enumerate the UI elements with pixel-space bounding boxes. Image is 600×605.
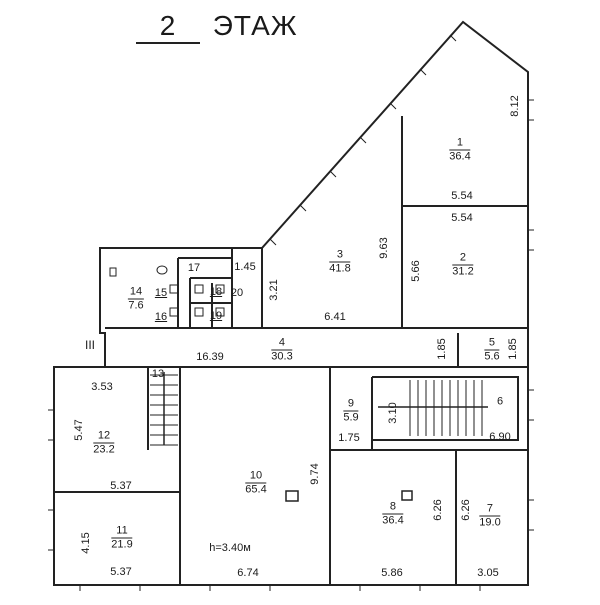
ceiling-height-note: h=3.40м — [209, 542, 251, 554]
section-marker: III — [84, 338, 96, 352]
dim-label: 5.86 — [381, 567, 403, 579]
dim-label: 1.85 — [507, 338, 519, 360]
room-20: 20 — [230, 287, 244, 299]
wall-wc-core — [178, 257, 262, 329]
dim-label: 1.85 — [436, 338, 448, 360]
dim-label: 16.39 — [196, 351, 224, 363]
dim-label: 5.47 — [73, 419, 85, 441]
dim-label: 5.54 — [451, 190, 473, 202]
dim-label: 5.66 — [410, 260, 422, 282]
dim-label: 6.26 — [460, 499, 472, 521]
dim-label: 3.10 — [387, 402, 399, 424]
dim-label: 4.15 — [80, 532, 92, 554]
dim-label: 5.37 — [110, 480, 132, 492]
room-15: 15 — [154, 287, 168, 299]
room-6: 6 — [496, 395, 504, 408]
dim-label: 9.74 — [309, 463, 321, 485]
stair-6 — [378, 380, 488, 436]
dim-label: 3.53 — [91, 381, 113, 393]
dim-label: 5.37 — [110, 566, 132, 578]
stair-13 — [150, 372, 178, 446]
dim-label: 6.90 — [489, 431, 511, 443]
room-17: 17 — [187, 262, 201, 274]
dim-label: 6.74 — [237, 567, 259, 579]
floor-word: ЭТАЖ — [212, 10, 298, 41]
floor-number: 2 — [136, 10, 200, 44]
wall-room9 — [330, 377, 528, 451]
room-16: 16 — [154, 311, 168, 323]
dim-label: 6.41 — [324, 311, 346, 323]
wall-stair6 — [372, 376, 519, 441]
dim-label: 1.75 — [338, 432, 360, 444]
dim-label: 6.26 — [432, 499, 444, 521]
floor-title: 2 ЭТАЖ — [136, 10, 298, 44]
wc-fixtures — [109, 265, 225, 317]
dim-label: 8.12 — [509, 95, 521, 117]
dim-label: 5.54 — [451, 212, 473, 224]
room-18: 18 — [209, 286, 223, 298]
dim-label: 1.45 — [234, 261, 256, 273]
dim-label: 3.05 — [477, 567, 499, 579]
dim-label: 9.63 — [378, 237, 390, 259]
room-13: 13 — [151, 368, 165, 380]
room-19: 19 — [209, 310, 223, 322]
dim-label: 3.21 — [268, 279, 280, 301]
columns — [285, 490, 413, 502]
